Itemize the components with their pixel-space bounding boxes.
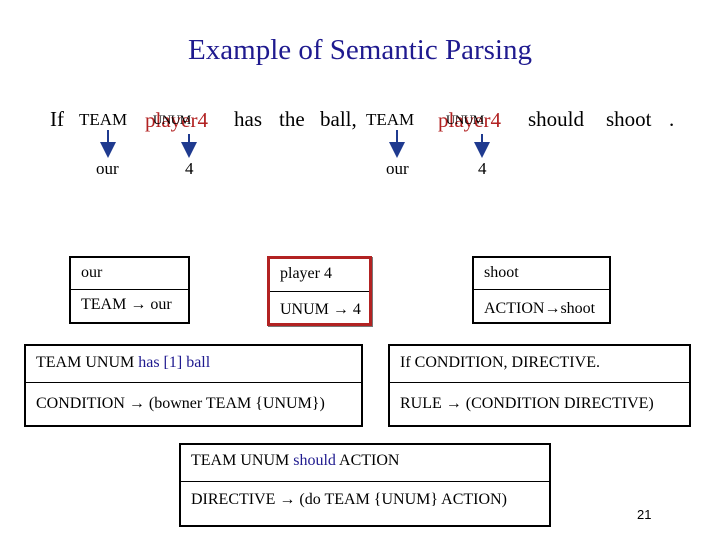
rule-unum-divider (270, 291, 369, 292)
rule-box-rule: If CONDITION, DIRECTIVE. RULE → (CONDITI… (388, 344, 691, 427)
word-ball: ball, (320, 107, 357, 131)
rule-box-condition: TEAM UNUM has [1] ball CONDITION → (bown… (24, 344, 363, 427)
rule-action-pattern: shoot (484, 264, 519, 281)
rule-directive-pattern-vars: TEAM UNUM (191, 452, 294, 469)
word-shoot: shoot (606, 107, 652, 131)
rule-unum-production: UNUM → 4 (280, 301, 361, 318)
slide-title: Example of Semantic Parsing (188, 34, 532, 66)
rule-box-action: shoot ACTION→shoot (472, 256, 611, 324)
leaf-our-2: our (386, 159, 409, 178)
rule-rule-pattern: If CONDITION, DIRECTIVE. (400, 354, 600, 371)
rule-box-unum: player 4 UNUM → 4 (267, 256, 372, 326)
leaf-four-1: 4 (185, 159, 194, 178)
rule-team-production: TEAM → our (81, 296, 172, 313)
rule-directive-pattern-action: ACTION (339, 452, 400, 469)
rule-condition-pattern-vars: TEAM UNUM (36, 354, 139, 371)
rule-condition-divider (26, 382, 361, 383)
rule-unum-pattern: player 4 (280, 265, 332, 282)
word-player4-2: player4 (438, 108, 501, 132)
rule-condition-production: CONDITION → (bowner TEAM {UNUM}) (36, 395, 325, 412)
rule-team-pattern: our (81, 264, 103, 281)
word-if: If (50, 107, 64, 131)
rule-condition-pattern-words: has [1] ball (138, 354, 211, 371)
rule-action-production: ACTION→shoot (484, 300, 596, 317)
rule-box-team: our TEAM → our (69, 256, 190, 324)
overlay-player4-1: player4 UNUM (145, 108, 208, 133)
rule-directive-production: DIRECTIVE → (do TEAM {UNUM} ACTION) (191, 491, 507, 508)
word-should: should (528, 107, 585, 131)
rule-condition-pattern: TEAM UNUM has [1] ball (36, 354, 210, 372)
word-unum-2: UNUM (446, 112, 484, 127)
leaf-four-2: 4 (478, 159, 487, 178)
word-team-2: TEAM (366, 110, 415, 129)
rule-action-divider (474, 289, 609, 290)
word-the: the (279, 107, 305, 131)
word-period: . (669, 107, 675, 131)
rule-rule-production: RULE → (CONDITION DIRECTIVE) (400, 395, 654, 412)
rule-box-directive: TEAM UNUM should ACTION DIRECTIVE → (do … (179, 443, 551, 527)
rule-rule-divider (390, 382, 689, 383)
page-number: 21 (637, 507, 652, 522)
rule-directive-pattern-word: should (293, 452, 340, 469)
rule-team-divider (71, 289, 188, 290)
word-unum-1: UNUM (153, 112, 191, 127)
word-team-1: TEAM (79, 110, 128, 129)
rule-directive-pattern: TEAM UNUM should ACTION (191, 452, 399, 470)
rule-directive-divider (181, 481, 549, 482)
word-player4-1: player4 (145, 108, 208, 132)
leaf-our-1: our (96, 159, 119, 178)
word-has: has (234, 107, 262, 131)
overlay-player4-2: player4 UNUM (438, 108, 501, 133)
